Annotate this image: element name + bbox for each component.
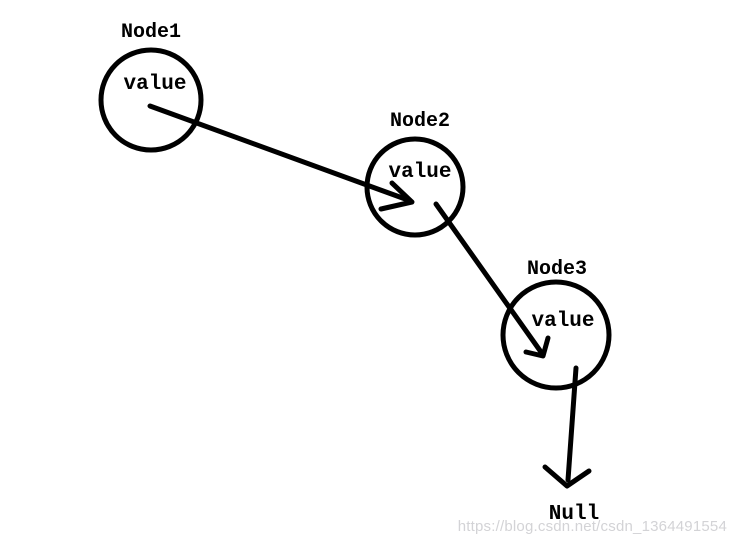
node-1: Node1 value: [98, 21, 204, 153]
node3-value: value: [531, 310, 594, 333]
arrowhead-icon: [542, 464, 592, 489]
arrowhead-icon: [523, 335, 551, 359]
arrowhead-icon: [378, 180, 415, 212]
node-3: Node3 value: [500, 258, 612, 391]
node1-label: Node1: [121, 21, 181, 44]
arrow-line: [147, 103, 411, 203]
node1-value: value: [123, 73, 186, 96]
node2-label: Node2: [390, 110, 450, 133]
node2-value: value: [388, 161, 451, 184]
node-2: Node2 value: [364, 110, 466, 238]
watermark-text: https://blog.csdn.net/csdn_1364491554: [457, 518, 727, 535]
arrow-node3-to-null: [542, 365, 592, 489]
node3-circle: [500, 279, 612, 391]
arrow-line: [565, 365, 579, 483]
arrow-node1-to-node2: [147, 103, 415, 212]
arrow-node2-to-node3: [433, 201, 551, 359]
node3-label: Node3: [527, 258, 587, 281]
node1-circle: [98, 47, 204, 153]
null-label: Null: [549, 503, 599, 526]
arrow-line: [433, 201, 544, 355]
